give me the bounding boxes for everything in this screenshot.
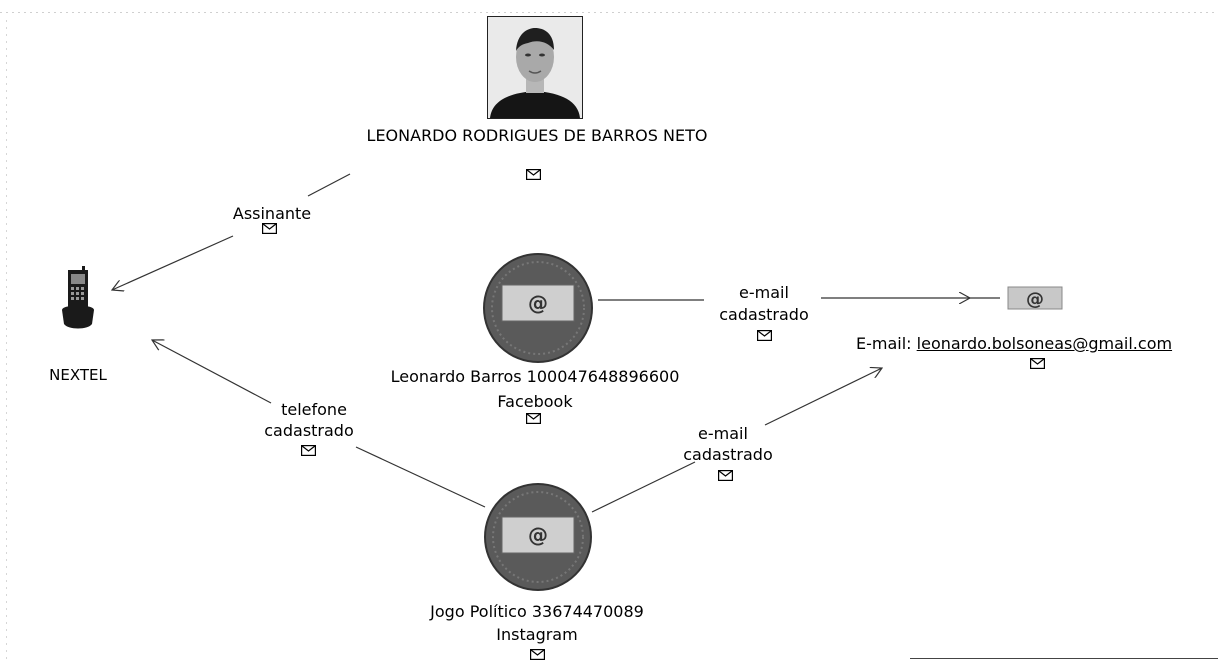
edge-label-ig-email-1: e-mail: [698, 424, 748, 443]
instagram-label-platform: Instagram: [496, 625, 578, 644]
instagram-node[interactable]: @: [482, 482, 594, 592]
edge-label-telefone-2: cadastrado: [264, 421, 354, 440]
edge-label-telefone-1: telefone: [281, 400, 347, 419]
top-scan-border: [0, 0, 1218, 16]
svg-text:@: @: [1026, 289, 1044, 310]
envelope-icon[interactable]: [530, 649, 545, 660]
envelope-icon[interactable]: [526, 169, 541, 180]
svg-text:@: @: [528, 291, 548, 315]
email-label: E-mail: leonardo.bolsoneas@gmail.com: [856, 334, 1172, 353]
phone-node[interactable]: [58, 266, 98, 336]
svg-text:@: @: [528, 523, 548, 547]
person-name: LEONARDO RODRIGUES DE BARROS NETO: [366, 126, 708, 145]
at-sign-icon: @: [1007, 286, 1063, 310]
facebook-node[interactable]: @: [482, 252, 594, 364]
edge-ig-email-a[interactable]: [591, 461, 696, 513]
edge-telefone-a[interactable]: [355, 446, 486, 508]
facebook-label-name: Leonardo Barros 100047648896600: [390, 367, 680, 386]
at-sign-globe-icon: @: [483, 253, 593, 363]
nextel-phone-icon: [62, 266, 94, 329]
edge-ig-email-b[interactable]: [764, 368, 882, 426]
envelope-icon[interactable]: [718, 470, 733, 481]
edge-telefone-b[interactable]: [152, 340, 272, 404]
envelope-icon[interactable]: [262, 223, 277, 234]
left-scan-border: [6, 20, 7, 660]
email-address-link[interactable]: leonardo.bolsoneas@gmail.com: [916, 334, 1173, 353]
edge-label-fb-email-1: e-mail: [739, 283, 789, 302]
edge-assinante-a[interactable]: [307, 173, 351, 197]
facebook-label-platform: Facebook: [497, 392, 573, 411]
at-sign-globe-icon: @: [484, 483, 592, 591]
edge-label-assinante: Assinante: [232, 204, 312, 223]
edge-assinante-b[interactable]: [112, 235, 234, 290]
email-node[interactable]: @: [1007, 286, 1063, 310]
envelope-icon[interactable]: [757, 330, 772, 341]
email-prefix: E-mail:: [856, 334, 912, 353]
edge-label-ig-email-2: cadastrado: [683, 445, 773, 464]
envelope-icon[interactable]: [1030, 358, 1045, 369]
person-node[interactable]: [487, 16, 583, 119]
instagram-label-name: Jogo Político 33674470089: [430, 602, 644, 621]
bottom-right-rule: [910, 658, 1218, 659]
phone-carrier: NEXTEL: [49, 366, 107, 384]
edge-label-fb-email-2: cadastrado: [719, 305, 809, 324]
envelope-icon[interactable]: [301, 445, 316, 456]
person-photo: [488, 17, 582, 118]
envelope-icon[interactable]: [526, 413, 541, 424]
